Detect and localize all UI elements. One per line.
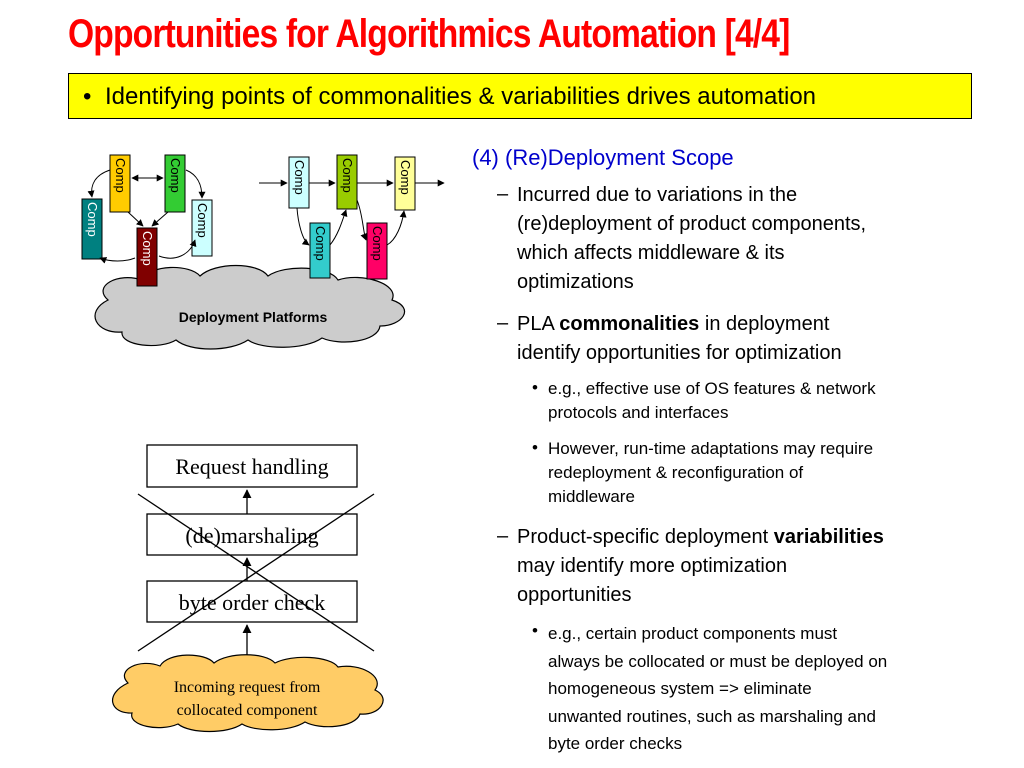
demarshaling-box (146, 513, 358, 556)
item3-sub1-text: e.g., certain product components must al… (548, 620, 887, 758)
byte-order-check-box (146, 580, 358, 623)
item3-sub1-bullet: • (532, 621, 538, 640)
cloud-line: Incoming request from (174, 679, 321, 696)
item3-bold: variabilities (773, 526, 884, 548)
cloud-label: Deployment Platforms (179, 309, 328, 325)
item1-line: which affects middleware & its (517, 242, 785, 264)
comp-label: Comp (292, 160, 307, 195)
comp-label: Comp (85, 202, 100, 237)
request-stack: Request handling (de)marshaling byte ord… (137, 444, 375, 665)
item1-text: Incurred due to variations in the (re)de… (517, 181, 866, 297)
cross-line (137, 493, 375, 652)
item3-dash: – (497, 525, 509, 547)
comp-box (109, 154, 131, 213)
sub-line: However, run-time adaptations may requir… (548, 439, 874, 458)
sub-line: e.g., effective use of OS features & net… (548, 379, 876, 398)
item3-line: may identify more optimization (517, 555, 788, 577)
item2-pre: PLA (517, 313, 560, 335)
item2-line1: PLA commonalities in deployment (517, 310, 842, 339)
stack-label: (de)marshaling (185, 523, 318, 548)
item2-line2: identify opportunities for optimization (517, 342, 842, 364)
comp-box (336, 154, 358, 210)
item3-line1: Product-specific deployment variabilitie… (517, 523, 884, 552)
item2-dash: – (497, 312, 509, 334)
item2-text: PLA commonalities in deployment identify… (517, 310, 842, 368)
sub-line: middleware (548, 487, 635, 506)
comp-label: Comp (398, 160, 413, 195)
item2-sub1-text: e.g., effective use of OS features & net… (548, 377, 876, 425)
stack-label: byte order check (179, 590, 326, 615)
incoming-request-cloud (111, 654, 384, 733)
comp-label: Comp (340, 158, 355, 193)
sub-line: unwanted routines, such as marshaling an… (548, 706, 876, 726)
item2-sub2-text: However, run-time adaptations may requir… (548, 437, 873, 509)
request-handling-box (146, 444, 358, 488)
comp-box (81, 198, 103, 260)
item1-line: Incurred due to variations in the (517, 184, 798, 206)
stack-label: Request handling (175, 454, 328, 479)
sub-line: e.g., certain product components must (548, 624, 838, 643)
item2-sub2-bullet: • (532, 438, 538, 457)
comp-label: Comp (195, 203, 210, 238)
sub-line: homogeneous system => eliminate (548, 679, 812, 698)
comp-label: Comp (313, 226, 328, 261)
cloud-line: collocated component (177, 702, 318, 719)
item3-line: opportunities (517, 584, 632, 606)
comp-box (366, 222, 388, 280)
sub-line: redeployment & reconfiguration of (548, 463, 804, 482)
comp-label: Comp (370, 226, 385, 261)
banner: • Identifying points of commonalities & … (68, 73, 972, 119)
item1-line: (re)deployment of product components, (517, 213, 867, 235)
banner-bullet: • (83, 83, 92, 110)
item3-text: Product-specific deployment variabilitie… (517, 523, 884, 610)
sub-line: byte order checks (548, 734, 683, 753)
comp-box (164, 154, 186, 213)
item2-bold: commonalities (559, 313, 700, 335)
item3-pre: Product-specific deployment (517, 526, 774, 548)
item1-dash: – (497, 183, 509, 205)
page-title: Opportunities for Algorithmics Automatio… (68, 12, 790, 56)
item2-sub1-bullet: • (532, 378, 538, 397)
comp-label: Comp (113, 158, 128, 193)
item1-line: optimizations (517, 271, 634, 293)
right-component-graph: Comp Comp Comp Comp Comp (259, 154, 445, 280)
deployment-cloud (94, 265, 406, 350)
comp-label: Comp (168, 158, 183, 193)
comp-box (309, 222, 331, 279)
banner-text: Identifying points of commonalities & va… (105, 83, 817, 110)
comp-label: Comp (140, 231, 155, 266)
item2-post: in deployment (699, 313, 830, 335)
left-component-graph: Comp Comp Comp Comp Comp (81, 154, 213, 287)
section-heading: (4) (Re)Deployment Scope (472, 145, 734, 170)
sub-line: always be collocated or must be deployed… (548, 651, 888, 671)
comp-box (136, 227, 158, 287)
comp-box (191, 199, 213, 257)
sub-line: protocols and interfaces (548, 403, 729, 422)
